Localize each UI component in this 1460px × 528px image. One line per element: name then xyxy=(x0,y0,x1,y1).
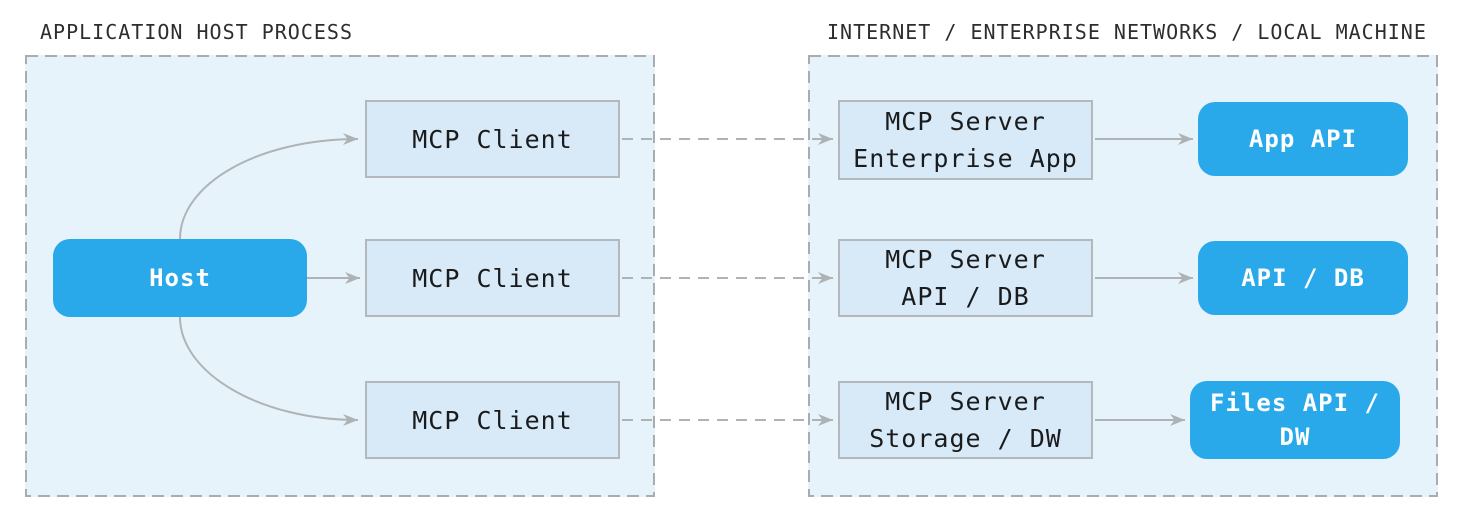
server-label-line2: Enterprise App xyxy=(853,144,1078,173)
mcp-client-node-2: MCP Client xyxy=(365,239,620,317)
host-node: Host xyxy=(53,239,307,317)
server-label-line2: Storage / DW xyxy=(869,424,1062,453)
server-label-line1: MCP Server xyxy=(885,107,1046,136)
left-panel-title: APPLICATION HOST PROCESS xyxy=(40,20,353,44)
mcp-client-node-1: MCP Client xyxy=(365,100,620,178)
mcp-client-label: MCP Client xyxy=(412,263,573,293)
mcp-client-label: MCP Client xyxy=(412,405,573,435)
mcp-client-label: MCP Client xyxy=(412,124,573,154)
api-db-node: API / DB xyxy=(1198,241,1408,315)
target-label: API / DB xyxy=(1241,264,1365,292)
target-label: Files API / DW xyxy=(1210,389,1380,451)
mcp-server-node-api-db: MCP Server API / DB xyxy=(838,239,1093,317)
server-label-line1: MCP Server xyxy=(885,245,1046,274)
target-label: App API xyxy=(1248,125,1358,153)
mcp-client-node-3: MCP Client xyxy=(365,381,620,459)
app-api-node: App API xyxy=(1198,102,1408,176)
files-api-dw-node: Files API / DW xyxy=(1190,381,1400,459)
mcp-server-node-storage-dw: MCP Server Storage / DW xyxy=(838,381,1093,459)
right-panel-title: INTERNET / ENTERPRISE NETWORKS / LOCAL M… xyxy=(827,20,1427,44)
host-label: Host xyxy=(149,264,211,292)
server-label-line1: MCP Server xyxy=(885,387,1046,416)
server-label-line2: API / DB xyxy=(901,282,1030,311)
mcp-server-node-enterprise-app: MCP Server Enterprise App xyxy=(838,100,1093,180)
